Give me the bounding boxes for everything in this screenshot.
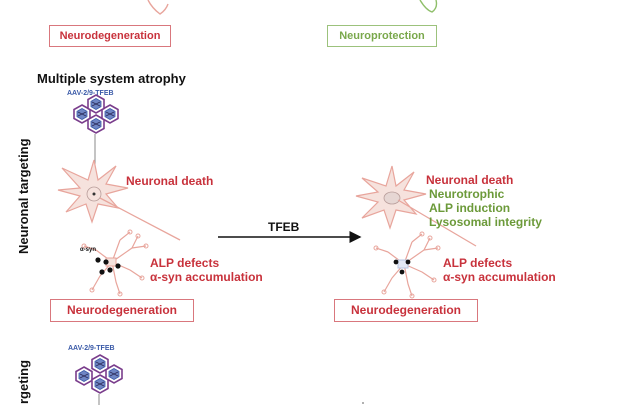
aav-label-lower: AAV-2/9-TFEB xyxy=(68,345,115,352)
top-neuroprotection-box: Neuroprotection xyxy=(327,25,437,47)
left-asyn-accumulation: α-syn accumulation xyxy=(150,270,263,284)
asyn-tag: α-syn xyxy=(80,247,97,253)
right-asyn-accumulation: α-syn accumulation xyxy=(443,270,556,284)
right-neuronal-death: Neuronal death xyxy=(426,173,514,187)
left-neurodegeneration-box: Neurodegeneration xyxy=(50,299,194,322)
right-neurotrophic: Neurotrophic xyxy=(429,187,505,201)
top-neurodegeneration-box: Neurodegeneration xyxy=(49,25,171,47)
aav-virions-upper xyxy=(73,94,119,134)
asyn-aggregate xyxy=(115,263,121,269)
aav-label-upper: AAV-2/9-TFEB xyxy=(67,90,114,97)
left-alp-defects: ALP defects xyxy=(150,256,220,270)
asyn-aggregate xyxy=(107,267,113,273)
side-label-lower: rgeting xyxy=(16,359,31,404)
right-alp-defects: ALP defects xyxy=(443,256,513,270)
top-left-neuron-fragment xyxy=(147,0,169,15)
right-lysosomal-integrity: Lysosomal integrity xyxy=(429,215,542,229)
top-right-neuron-fragment xyxy=(419,0,438,13)
side-label-neuronal-targeting: Neuronal targeting xyxy=(16,138,31,254)
neuron-right xyxy=(355,165,477,247)
tfeb-arrow-label: TFEB xyxy=(268,220,300,234)
neuron-left xyxy=(57,159,181,241)
asyn-aggregate xyxy=(95,257,101,263)
right-neurodegeneration-box: Neurodegeneration xyxy=(334,299,478,322)
aav-virions-lower xyxy=(75,354,123,394)
section-title: Multiple system atrophy xyxy=(37,71,186,86)
asyn-aggregate xyxy=(103,259,109,265)
right-alp-induction: ALP induction xyxy=(429,201,511,215)
dendrite-cluster-right xyxy=(373,231,441,299)
asyn-aggregate xyxy=(99,269,105,275)
left-neuronal-death: Neuronal death xyxy=(126,174,214,188)
dendrite-cluster-left xyxy=(81,229,149,297)
